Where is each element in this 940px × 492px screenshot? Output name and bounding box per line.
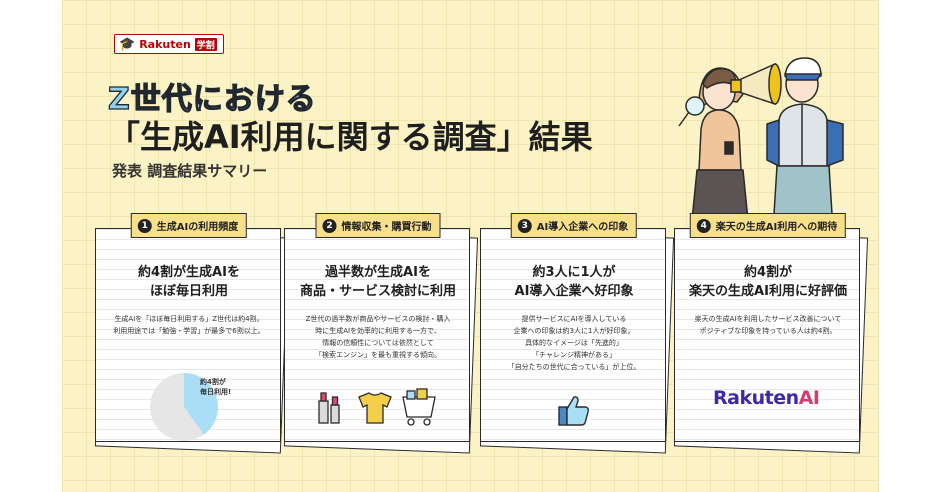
summary-card-1: 約4割が生成AIを ほぼ毎日利用 生成AIを「ほぼ毎日利用する」Z世代は約4割。… <box>94 213 290 454</box>
summary-card-3: 約3人に1人が AI導入企業へ好印象 提供サービスにAIを導入している 企業への… <box>479 213 675 454</box>
rakuten-ai-logo: RakutenAI <box>713 387 820 409</box>
card-label: 1 生成AIの利用頻度 <box>130 213 248 238</box>
summary-card-4: 約4割が 楽天の生成AI利用に好評価 楽天の生成AIを利用したサービス改善につい… <box>673 213 869 454</box>
card-headline: 過半数が生成AIを 商品・サービス検討に利用 <box>299 265 456 299</box>
thumbs-up-icon <box>558 396 589 426</box>
logo-text: Rakuten <box>139 37 191 51</box>
summary-card-2: 過半数が生成AIを 商品・サービス検討に利用 Z世代の過半数が商品やサービスの検… <box>283 213 479 454</box>
card-label-text: AI導入企業への印象 <box>536 222 629 233</box>
card-label: 4 楽天の生成AI利用への期待 <box>689 213 847 238</box>
card-number: 1 <box>137 218 152 233</box>
logo-suffix: 学割 <box>194 37 217 51</box>
card-headline: 約3人に1人が AI導入企業へ好印象 <box>514 265 634 299</box>
card-label-text: 楽天の生成AI利用への期待 <box>715 222 838 233</box>
card-sheet: 過半数が生成AIを 商品・サービス検討に利用 Z世代の過半数が商品やサービスの検… <box>284 228 470 442</box>
card-body: 提供サービスにAIを導入している 企業への印象は約3人に1人が好印象。 具体的な… <box>507 315 641 371</box>
usage-pie-chart <box>150 373 218 441</box>
card-number: 2 <box>322 218 337 233</box>
title-line-2: 「生成AI利用に関する調査」結果 <box>108 118 593 156</box>
title-line-1: Z世代における <box>107 81 317 117</box>
card-label-text: 生成AIの利用頻度 <box>156 222 239 233</box>
card-number: 4 <box>696 218 711 233</box>
shopping-items-icon <box>318 388 436 426</box>
card-sheet: 約4割が 楽天の生成AI利用に好評価 楽天の生成AIを利用したサービス改善につい… <box>674 228 860 442</box>
card-label-text: 情報収集・購買行動 <box>341 222 432 233</box>
card-number: 3 <box>517 218 532 233</box>
pie-annotation: 約4割が 毎日利用! <box>200 378 232 396</box>
card-body: 楽天の生成AIを利用したサービス改善について ポジティブな印象を持っている人は約… <box>694 315 842 335</box>
infographic-canvas: 🎓 Rakuten 学割 Z世代における 「生成AI利用に関する調査」結果 発表… <box>62 0 879 492</box>
people-illustration <box>678 57 844 230</box>
card-body: Z世代の過半数が商品やサービスの検討・購入 時に生成AIを効率的に利用する一方で… <box>305 315 451 359</box>
pie-slice-daily-users <box>184 373 218 435</box>
card-label: 2 情報収集・購買行動 <box>315 213 441 238</box>
card-body: 生成AIを「ほぼ毎日利用する」Z世代は約4割。 利用用途では「勉強・学習」が最多… <box>113 315 265 335</box>
rakuten-gakuwari-logo: 🎓 Rakuten 学割 <box>114 34 224 54</box>
card-label: 3 AI導入企業への印象 <box>510 213 638 238</box>
card-headline: 約4割が 楽天の生成AI利用に好評価 <box>689 265 847 299</box>
card-headline: 約4割が生成AIを ほぼ毎日利用 <box>138 265 240 299</box>
card-sheet: 約4割が生成AIを ほぼ毎日利用 生成AIを「ほぼ毎日利用する」Z世代は約4割。… <box>95 228 281 442</box>
card-sheet: 約3人に1人が AI導入企業へ好印象 提供サービスにAIを導入している 企業への… <box>480 228 666 442</box>
page-subtitle: 発表 調査結果サマリー <box>112 162 268 180</box>
graduation-cap-icon: 🎓 <box>119 36 136 52</box>
